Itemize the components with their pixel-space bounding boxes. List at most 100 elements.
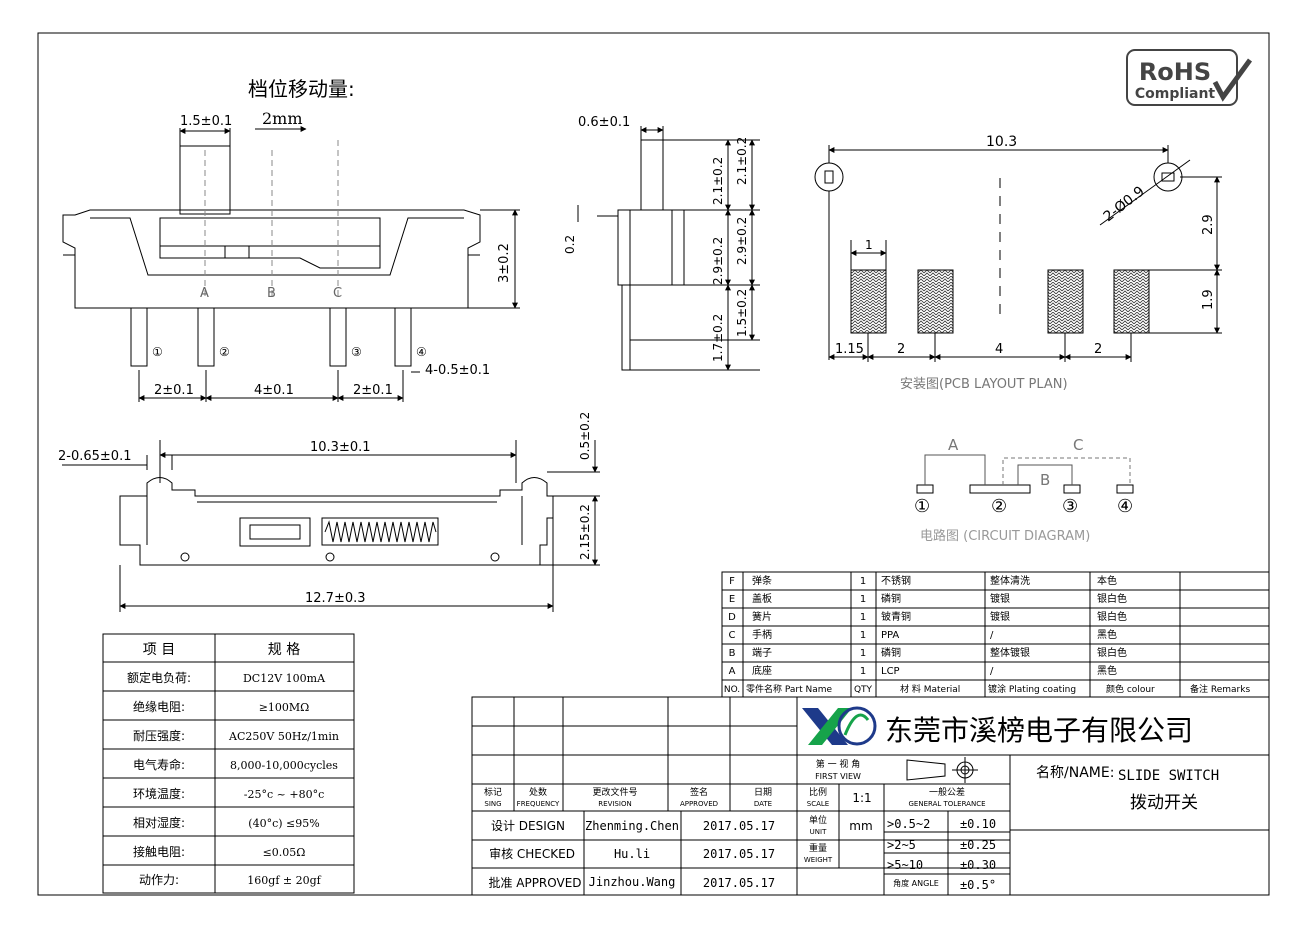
signoff-approved-date: 2017.05.17: [703, 876, 775, 890]
spec-label-5: 环境温度:: [133, 786, 185, 801]
rev-header-3-en: REVISION: [598, 800, 631, 808]
bom-row-d-colour: 银白色: [1097, 610, 1127, 623]
dim-total-length: 12.7±0.3: [305, 591, 366, 606]
first-view-cn: 第 一 视 角: [816, 758, 861, 770]
dim-pitch-34: 2±0.1: [353, 383, 393, 398]
bom-header-no: NO.: [724, 685, 740, 695]
pad-1: [850, 269, 887, 334]
front-view: 档位移动量: 2mm 1.5±0.1 A B C ① ② ③ ④: [62, 77, 520, 402]
rev-header-2-en: FREQUENCY: [517, 800, 560, 808]
spec-label-8: 动作力:: [139, 873, 179, 887]
dim-pitch-23: 4±0.1: [254, 383, 294, 398]
bom-row-a-qty: 1: [860, 666, 866, 677]
bom-text: F 弹条 1 不锈钢 整体清洗 本色 E 盖板 1 磷铜 镀银 银白色 D 簧片…: [724, 574, 1251, 695]
dim-side-5: 1.5±0.2: [735, 289, 749, 337]
rohs-badge: RoHS Compliant: [1126, 49, 1253, 106]
dim-side-3: 2.9±0.2: [711, 237, 725, 285]
pad-3: [1047, 269, 1084, 334]
bom-row-a-material: LCP: [881, 666, 900, 677]
position-a: A: [200, 286, 209, 301]
tol-value-3: ±0.30: [960, 858, 996, 872]
dim-side-2: 2.1±0.2: [735, 137, 749, 185]
spec-value-7: ≤0.05Ω: [263, 846, 306, 859]
spec-value-5: -25°c ~ +80°c: [244, 788, 324, 801]
rev-header-5-cn: 日期: [754, 787, 772, 798]
bom-row-d-qty: 1: [860, 612, 866, 623]
company-logo: [802, 706, 877, 746]
pcb-h2: 2: [897, 342, 905, 357]
bom-row-e-qty: 1: [860, 594, 866, 605]
bom-header-colour: 颜色 colour: [1106, 683, 1155, 695]
name-en: SLIDE SWITCH: [1118, 768, 1219, 784]
bom-row-a-colour: 黑色: [1097, 664, 1117, 677]
bom-header-qty: QTY: [854, 685, 873, 695]
bom-row-f-id: F: [729, 576, 735, 587]
spec-value-3: AC250V 50Hz/1min: [228, 730, 339, 743]
rev-header-4-en: APPROVED: [680, 800, 718, 808]
bom-row-a-plating: /: [990, 666, 994, 677]
bom-row-c-name: 手柄: [752, 628, 772, 641]
circuit-label-a: A: [948, 436, 959, 454]
bom-row-e-material: 磷铜: [881, 592, 901, 605]
bom-row-c-id: C: [729, 630, 736, 641]
spec-label-4: 电气寿命:: [133, 757, 185, 772]
tol-range-4: 角度 ANGLE: [893, 878, 939, 888]
spec-label-6: 相对湿度:: [133, 815, 185, 830]
position-b: B: [267, 286, 276, 301]
bom-row-a-id: A: [729, 666, 736, 677]
scale-label-cn: 比例: [809, 786, 827, 798]
spec-table: 项 目 规 格 额定电负荷: DC12V 100mA 绝缘电阻: ≥100MΩ …: [102, 633, 355, 894]
rev-header-1-cn: 标记: [484, 786, 502, 798]
circuit-label-c: C: [1073, 436, 1083, 454]
dim-top: 0.5±0.2: [578, 412, 592, 460]
projection-symbol-icon: [906, 757, 978, 783]
bom-row-b-material: 磷铜: [881, 646, 901, 659]
dim-body-length: 10.3±0.1: [310, 440, 371, 455]
bom-row-c-colour: 黑色: [1097, 628, 1117, 641]
bom-row-f-plating: 整体清洗: [990, 574, 1030, 587]
tol-range-2: >2~5: [887, 838, 916, 852]
bom-table: [721, 571, 1270, 698]
tolerance-grid: [884, 831, 1010, 875]
spec-value-4: 8,000-10,000cycles: [230, 759, 338, 772]
pcb-caption: 安装图(PCB LAYOUT PLAN): [900, 377, 1068, 392]
tolerance-label-cn: 一般公差: [929, 786, 965, 798]
circuit-pin-1: ①: [914, 496, 930, 517]
bom-row-d-name: 簧片: [752, 610, 772, 623]
dim-pitch-12: 2±0.1: [154, 383, 194, 398]
bom-row-b-qty: 1: [860, 648, 866, 659]
dim-side-4: 2.9±0.2: [735, 217, 749, 265]
dim-top-height: 2.15±0.2: [578, 504, 592, 560]
stroke-value: 2mm: [262, 109, 303, 128]
tolerance-label-en: GENERAL TOLERANCE: [908, 800, 985, 808]
title-block: [471, 696, 1270, 896]
bom-row-c-material: PPA: [881, 630, 899, 641]
signoff-checked-role: 审核 CHECKED: [489, 846, 575, 861]
bom-row-f-material: 不锈钢: [881, 574, 911, 587]
signoff-design-role: 设计 DESIGN: [491, 819, 565, 833]
spec-value-8: 160gf ± 20gf: [247, 874, 321, 887]
bom-row-e-id: E: [729, 594, 735, 605]
dim-side-knob: 0.6±0.1: [578, 115, 630, 130]
spec-header-value: 规 格: [268, 642, 300, 658]
bom-row-f-name: 弹条: [752, 574, 772, 587]
company-name: 东莞市溪榜电子有限公司: [885, 714, 1193, 747]
circuit-caption: 电路图 (CIRCUIT DIAGRAM): [920, 528, 1090, 544]
signoff-approved-person: Jinzhou.Wang: [589, 875, 676, 889]
circuit-diagram: A B C ① ② ③ ④ 电路图 (CIRCUIT DIAGRAM): [914, 436, 1134, 544]
pin-4-label: ④: [416, 345, 427, 359]
unit-value: mm: [849, 819, 872, 833]
rev-header-1-en: SING: [484, 800, 501, 808]
rev-header-4-cn: 签名: [690, 786, 708, 798]
dim-knob-width: 1.5±0.1: [180, 114, 232, 129]
weight-label-en: WEIGHT: [804, 856, 833, 864]
spec-value-6: (40°c) ≤95%: [248, 817, 319, 830]
rohs-line1: RoHS: [1139, 58, 1211, 86]
signoff-approved-role: 批准 APPROVED: [488, 875, 581, 890]
pin-1-label: ①: [152, 345, 163, 359]
bom-header-material: 材 料 Material: [900, 683, 960, 695]
pin-2-label: ②: [219, 345, 230, 359]
bom-row-b-colour: 银白色: [1097, 646, 1127, 659]
pcb-h3: 4: [995, 342, 1003, 357]
unit-label-cn: 单位: [809, 814, 827, 826]
